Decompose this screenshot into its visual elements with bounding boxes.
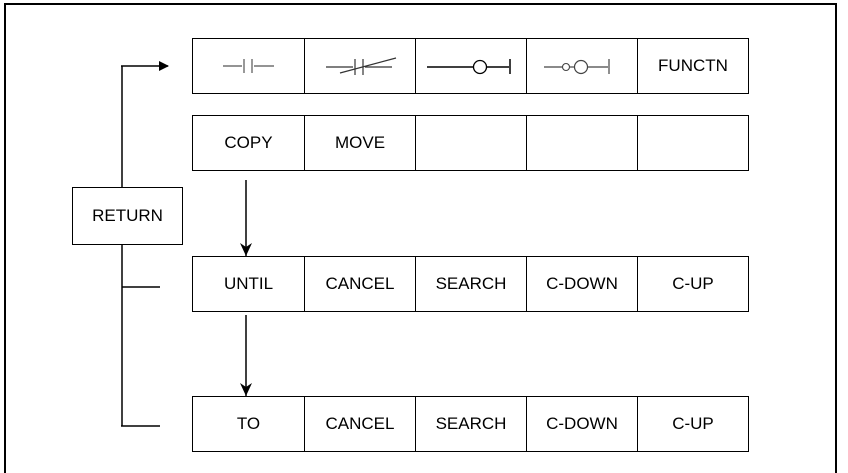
softkey-c-up[interactable]: C-UP [638,256,749,312]
softkey-row-4: TO CANCEL SEARCH C-DOWN C-UP [192,396,749,452]
softkey-copy[interactable]: COPY [192,115,305,171]
softkey-to[interactable]: TO [192,396,305,452]
softkey-c-down[interactable]: C-DOWN [527,256,638,312]
softkey-until[interactable]: UNTIL [192,256,305,312]
softkey-negated-coil[interactable] [527,38,638,94]
softkey-blank-3[interactable] [638,115,749,171]
softkey-row-1: FUNCTN [192,38,749,94]
diagram-frame [4,3,837,473]
softkey-search-2[interactable]: SEARCH [416,396,527,452]
softkey-cancel-2[interactable]: CANCEL [305,396,416,452]
connector-lines [121,61,252,427]
softkey-c-up-2[interactable]: C-UP [638,396,749,452]
softkey-coil[interactable] [416,38,527,94]
negated-coil-icon [544,59,610,75]
normally-open-contact-icon [222,59,274,73]
softkey-blank-1[interactable] [416,115,527,171]
softkey-no-contact[interactable] [192,38,305,94]
normally-closed-contact-icon [326,57,397,75]
softkey-search[interactable]: SEARCH [416,256,527,312]
coil-icon [427,59,511,75]
softkey-c-down-2[interactable]: C-DOWN [527,396,638,452]
softkey-row-2: COPY MOVE [192,115,749,171]
softkey-blank-2[interactable] [527,115,638,171]
softkey-functn[interactable]: FUNCTN [638,38,749,94]
softkey-move[interactable]: MOVE [305,115,416,171]
softkey-row-3: UNTIL CANCEL SEARCH C-DOWN C-UP [192,256,749,312]
softkey-nc-contact[interactable] [305,38,416,94]
softkey-cancel[interactable]: CANCEL [305,256,416,312]
return-key[interactable]: RETURN [72,187,183,245]
